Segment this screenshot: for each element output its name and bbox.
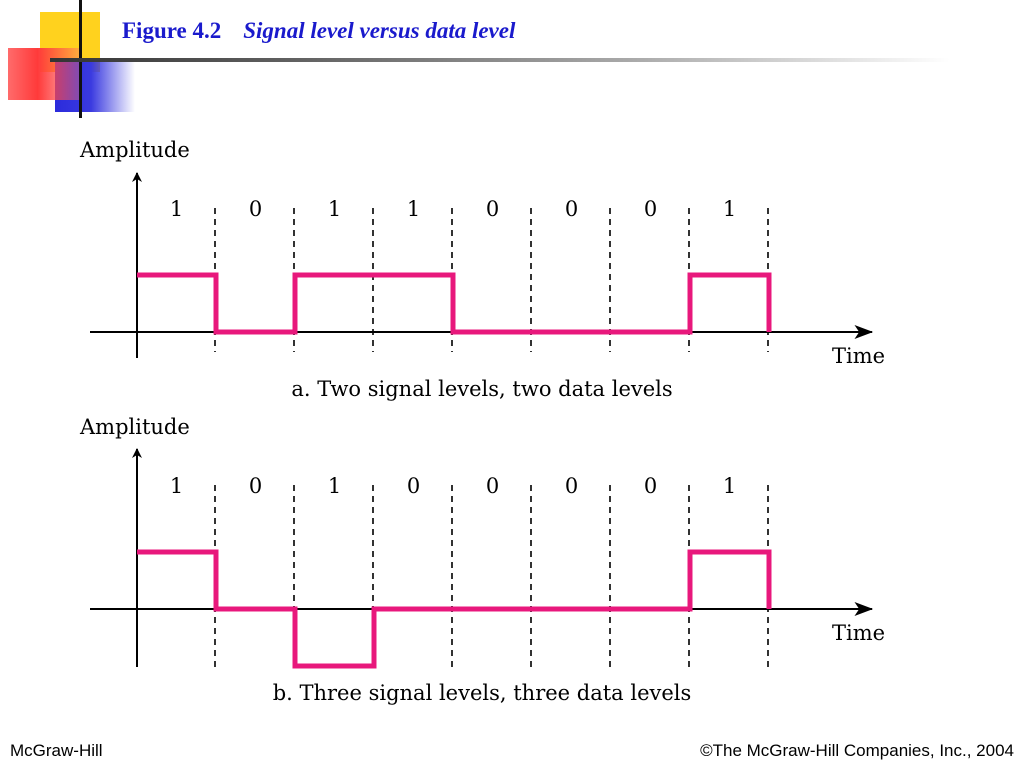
figure-caption: Signal level versus data level [243,18,516,43]
footer-copyright: ©The McGraw-Hill Companies, Inc., 2004 [700,741,1014,760]
decor-horizontal-line [50,58,950,62]
bit-label: 1 [170,197,183,221]
signal-waveform [137,272,772,335]
signal-waveform [137,549,772,669]
bit-label: 0 [486,474,499,498]
bit-label: 0 [249,474,262,498]
bit-label: 0 [249,197,262,221]
footer-publisher: McGraw-Hill [10,741,103,760]
x-axis-label: Time [832,344,885,368]
bit-label: 1 [407,197,420,221]
bit-label: 0 [565,474,578,498]
figure-number: Figure 4.2 [122,18,222,43]
bit-label: 1 [170,474,183,498]
panel-caption: b. Three signal levels, three data level… [273,681,692,705]
bit-label: 0 [565,197,578,221]
decor-red-square [8,48,82,100]
x-axis-label: Time [832,621,885,645]
bit-label: 1 [723,197,736,221]
bit-label: 1 [328,197,341,221]
bit-label: 0 [644,197,657,221]
y-axis-label: Amplitude [79,415,190,439]
y-axis-label: Amplitude [79,138,190,162]
bit-label: 0 [644,474,657,498]
slide-title: Figure 4.2 Signal level versus data level [122,18,515,44]
bit-label: 1 [328,474,341,498]
bit-label: 1 [723,474,736,498]
bit-label: 0 [486,197,499,221]
bit-label: 0 [407,474,420,498]
panel-caption: a. Two signal levels, two data levels [291,377,672,401]
